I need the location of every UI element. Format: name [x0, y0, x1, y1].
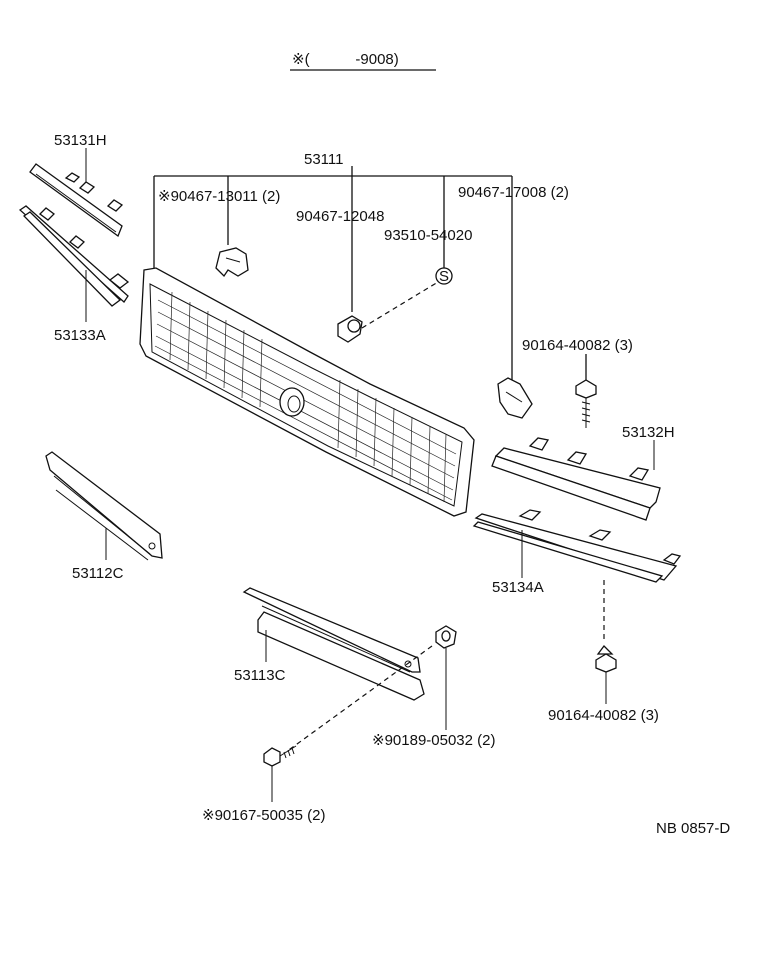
label-53133a: 53133A: [54, 327, 106, 344]
screw-90164-40082-upper: [575, 354, 597, 428]
radiator-grille-53111: [139, 267, 475, 517]
label-90467-12048: 90467-12048: [296, 208, 384, 225]
label-90467-13011: ※90467-13011 (2): [158, 188, 280, 205]
screw-90164-40082-lower: [595, 645, 617, 704]
label-90189-05032: ※90189-05032 (2): [372, 732, 496, 749]
label-53113c: 53113C: [234, 667, 286, 684]
screw-90167-50035: [263, 745, 297, 767]
label-90164-40082-lower: 90164-40082 (3): [548, 707, 659, 724]
molding-53131h: [29, 163, 124, 238]
label-93510-54020: 93510-54020: [384, 227, 472, 244]
molding-53132h: [491, 437, 661, 521]
label-53132h: 53132H: [622, 424, 675, 441]
figure-code: NB 0857-D: [656, 820, 730, 837]
dashed-leader-clip: [285, 645, 433, 753]
label-90467-17008: 90467-17008 (2): [458, 184, 569, 201]
grille-callout-bracket: [153, 166, 513, 385]
clip-90189-05032: [435, 625, 457, 649]
label-53134a: 53134A: [492, 579, 544, 596]
stamp-93510-54020: [435, 267, 453, 285]
label-53131h: 53131H: [54, 132, 107, 149]
molding-53112c: [45, 451, 163, 561]
label-53112c: 53112C: [72, 565, 124, 582]
molding-53134a: [472, 509, 682, 583]
dashed-leader-stamp: [361, 281, 439, 329]
clip-90467-13011: [215, 247, 249, 278]
molding-53113c: [242, 587, 425, 701]
clip-90467-12048: [337, 315, 363, 343]
stamp-letter: S: [439, 268, 449, 285]
clip-90467-17008: [497, 377, 533, 419]
label-53111: 53111: [304, 151, 344, 168]
label-90164-40082-upper: 90164-40082 (3): [522, 337, 633, 354]
label-90167-50035: ※90167-50035 (2): [202, 807, 326, 824]
molding-53133a: [18, 205, 130, 307]
header-range: ※( -9008): [292, 51, 399, 68]
